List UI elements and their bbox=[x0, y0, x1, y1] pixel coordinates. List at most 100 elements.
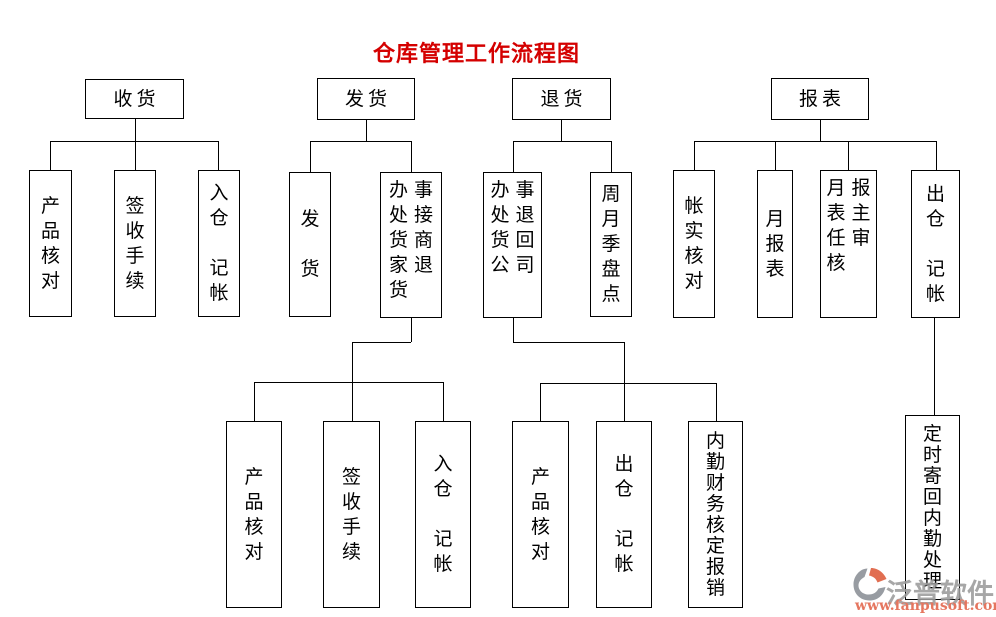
node-text: 帐 bbox=[684, 195, 704, 217]
connector-segment bbox=[936, 141, 937, 170]
node-text: 发货 bbox=[344, 87, 391, 110]
node-text: 销 bbox=[705, 576, 725, 599]
node-text: 记 bbox=[614, 528, 634, 550]
connector-segment bbox=[624, 383, 625, 421]
node-text: 司 bbox=[515, 254, 535, 276]
connector-segment bbox=[513, 318, 514, 342]
node-text: 帐 bbox=[925, 282, 945, 305]
node-text: 对 bbox=[684, 270, 704, 292]
node-text: 入 bbox=[433, 453, 453, 475]
node-text: 定 bbox=[922, 422, 942, 445]
node-text: 仓 bbox=[925, 207, 945, 230]
node-text: 手 bbox=[125, 244, 145, 267]
connector-segment bbox=[50, 141, 218, 142]
connector-segment bbox=[411, 141, 412, 172]
node-text bbox=[307, 232, 313, 257]
node-text: 报 bbox=[765, 232, 785, 255]
node-receive-product-check: 产品核对 bbox=[29, 170, 72, 317]
node-l3-outbound-ledger: 出仓 记帐 bbox=[596, 421, 652, 608]
connector-segment bbox=[411, 318, 412, 342]
node-text: 实 bbox=[684, 220, 704, 242]
node-text: 主 bbox=[851, 202, 871, 224]
node-l3-sign-procedure: 签收手续 bbox=[323, 421, 380, 608]
node-return-office-to-company: 办事处退货回公司 bbox=[483, 172, 542, 318]
node-text: 货 bbox=[300, 258, 320, 280]
connector-segment bbox=[848, 141, 849, 170]
node-text bbox=[621, 502, 627, 527]
node-text: 核 bbox=[705, 513, 725, 536]
connector-segment bbox=[540, 383, 541, 421]
node-ship-dispatch: 发 货 bbox=[289, 172, 331, 317]
node-receive-sign-procedure: 签收手续 bbox=[114, 170, 156, 317]
node-text: 勤 bbox=[705, 450, 725, 473]
node-text: 产 bbox=[40, 194, 60, 217]
node-text: 处 bbox=[490, 204, 510, 226]
node-text: 签 bbox=[125, 194, 145, 217]
fanpu-logo-icon bbox=[853, 568, 887, 601]
node-text: 对 bbox=[244, 540, 264, 563]
node-receive: 收货 bbox=[85, 79, 184, 119]
node-text: 产 bbox=[244, 465, 264, 488]
node-text: 品 bbox=[530, 490, 550, 513]
node-text: 续 bbox=[125, 269, 145, 292]
node-text bbox=[414, 281, 434, 306]
node-text: 财 bbox=[705, 471, 725, 494]
vendor-watermark: 泛普软件 www.fanpusoft.com bbox=[846, 560, 996, 617]
node-report-outbound-ledger: 出仓 记帐 bbox=[911, 170, 960, 318]
connector-segment bbox=[540, 383, 716, 384]
connector-segment bbox=[624, 342, 625, 383]
connector-segment bbox=[820, 120, 821, 141]
node-text: 手 bbox=[341, 515, 361, 538]
node-text: 帐 bbox=[433, 553, 453, 575]
watermark-url-text: www.fanpusoft.com bbox=[855, 598, 996, 614]
node-text: 事 bbox=[413, 179, 433, 201]
node-report-director-review: 月报表主任审核 bbox=[820, 170, 877, 318]
connector-segment bbox=[352, 342, 353, 382]
node-ship: 发货 bbox=[317, 78, 415, 120]
node-text: 收 bbox=[341, 490, 361, 513]
page-title: 仓库管理工作流程图 bbox=[373, 42, 581, 67]
node-text: 退货 bbox=[540, 87, 587, 110]
node-text bbox=[216, 231, 222, 256]
connector-segment bbox=[352, 382, 353, 421]
node-text: 出 bbox=[614, 453, 634, 475]
node-text bbox=[932, 232, 938, 257]
node-l3-finance-approval: 内勤财务核定报销 bbox=[688, 421, 743, 608]
node-text: 商 bbox=[413, 229, 433, 251]
connector-segment bbox=[561, 120, 562, 141]
node-text: 报 bbox=[705, 555, 725, 578]
node-l3-mail-back-office: 定时寄回内勤处理 bbox=[905, 415, 960, 600]
node-text: 品 bbox=[40, 219, 60, 242]
node-text: 仓 bbox=[433, 478, 453, 500]
node-text: 品 bbox=[244, 490, 264, 513]
node-text: 仓 bbox=[614, 478, 634, 500]
connector-segment bbox=[611, 141, 612, 172]
node-report: 报表 bbox=[771, 78, 869, 120]
node-text: 周 bbox=[601, 183, 621, 205]
connector-segment bbox=[135, 119, 136, 170]
connector-segment bbox=[218, 141, 219, 170]
node-text: 仓 bbox=[209, 207, 229, 229]
node-text: 事 bbox=[515, 179, 535, 201]
node-text: 表 bbox=[826, 202, 846, 224]
node-text: 退 bbox=[413, 254, 433, 276]
node-text: 帐 bbox=[614, 553, 634, 575]
connector-segment bbox=[934, 318, 935, 415]
node-text: 对 bbox=[530, 540, 550, 563]
node-text: 务 bbox=[705, 492, 725, 515]
node-text: 记 bbox=[925, 257, 945, 280]
node-text: 内 bbox=[705, 429, 725, 452]
node-receive-inbound-ledger: 入仓 记帐 bbox=[198, 170, 240, 317]
node-text: 寄 bbox=[922, 464, 942, 487]
node-text: 记 bbox=[433, 528, 453, 550]
node-l3-product-check-2: 产品核对 bbox=[512, 421, 569, 608]
node-text: 报表 bbox=[798, 87, 845, 110]
node-text: 时 bbox=[922, 443, 942, 466]
node-text: 审 bbox=[851, 227, 871, 249]
node-text: 记 bbox=[209, 257, 229, 279]
node-text: 核 bbox=[530, 515, 550, 538]
node-report-account-check: 帐实核对 bbox=[673, 170, 715, 318]
node-text: 签 bbox=[341, 465, 361, 488]
node-text: 办 bbox=[490, 179, 510, 201]
